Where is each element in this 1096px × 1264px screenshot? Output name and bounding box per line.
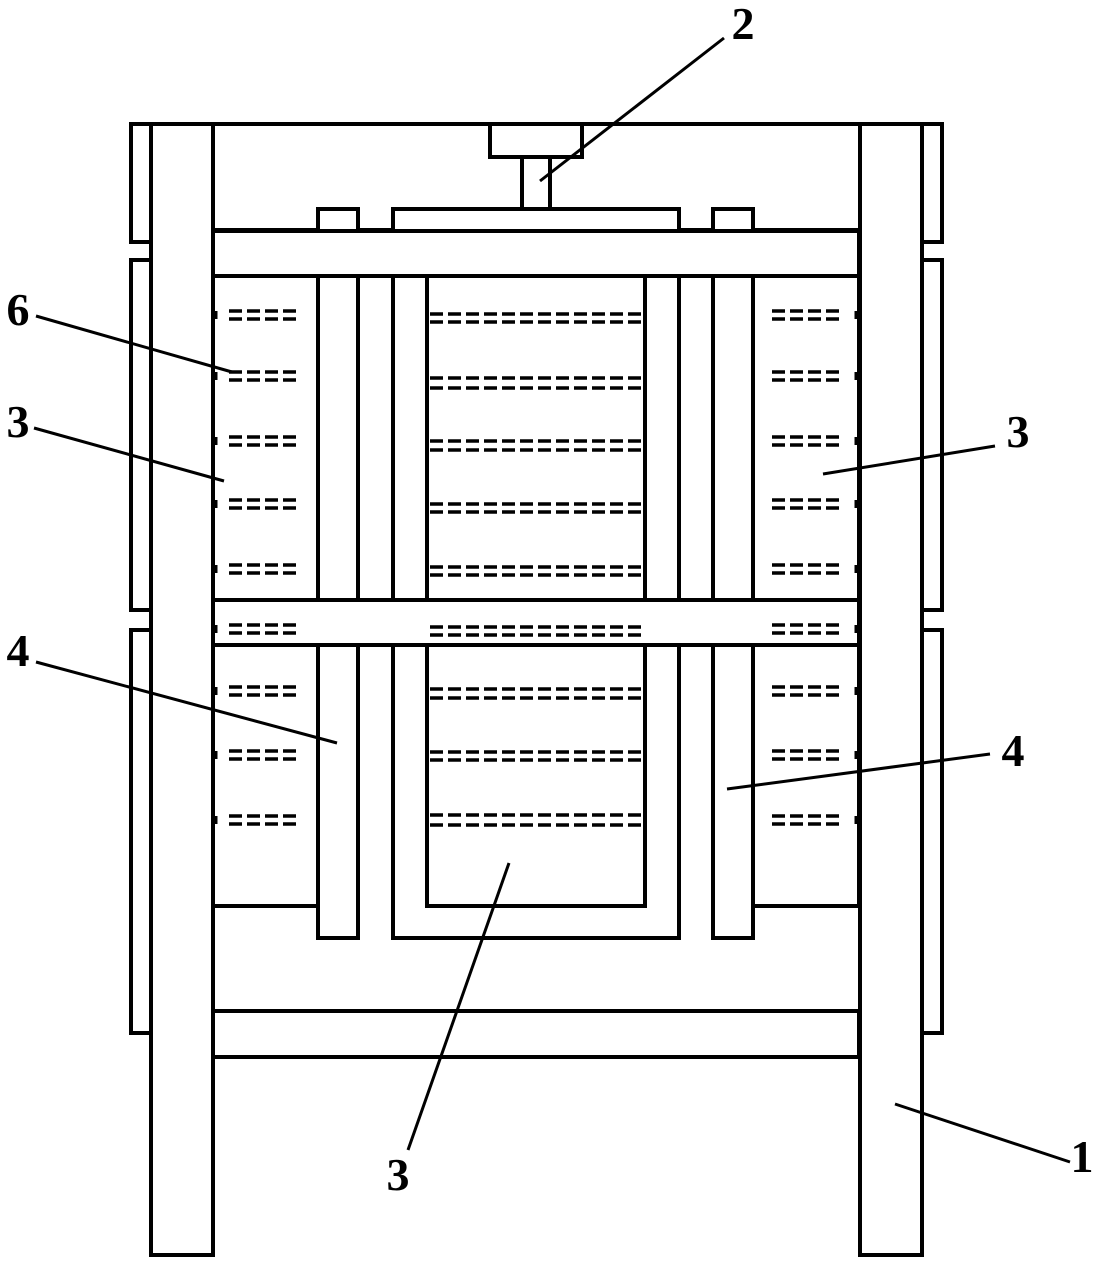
leader-lines bbox=[33, 36, 1071, 1164]
right-side-flanges bbox=[920, 122, 944, 1035]
callout-4-right: 4 bbox=[1002, 725, 1025, 776]
leader-3-right bbox=[822, 444, 996, 476]
callout-2: 2 bbox=[732, 0, 755, 49]
leader-3-bottom bbox=[406, 862, 511, 1151]
callout-3-bottom: 3 bbox=[387, 1149, 410, 1200]
actuator-cylinder bbox=[488, 122, 584, 211]
hidden-line-plates bbox=[214, 309, 858, 827]
callout-labels: 2 6 3 3 4 4 3 1 bbox=[7, 0, 1094, 1200]
upper-pressing-plate bbox=[211, 229, 861, 278]
callout-1: 1 bbox=[1071, 1131, 1094, 1182]
callout-4-left: 4 bbox=[7, 625, 30, 676]
callout-3-right: 3 bbox=[1007, 406, 1030, 457]
lower-base-plate bbox=[211, 1009, 861, 1059]
leader-1 bbox=[894, 1102, 1071, 1164]
left-side-flanges bbox=[129, 122, 153, 1035]
center-u-frame bbox=[391, 274, 681, 940]
leader-6 bbox=[35, 314, 233, 374]
leader-4-left bbox=[35, 660, 338, 745]
middle-plate bbox=[211, 598, 861, 647]
frame-legs bbox=[149, 122, 924, 1257]
leader-2 bbox=[539, 36, 725, 183]
callout-6: 6 bbox=[7, 284, 30, 335]
right-chamber bbox=[751, 274, 861, 908]
callout-3-upper-left: 3 bbox=[7, 396, 30, 447]
leader-4-right bbox=[726, 752, 991, 791]
leader-3-upper-left bbox=[33, 426, 225, 483]
